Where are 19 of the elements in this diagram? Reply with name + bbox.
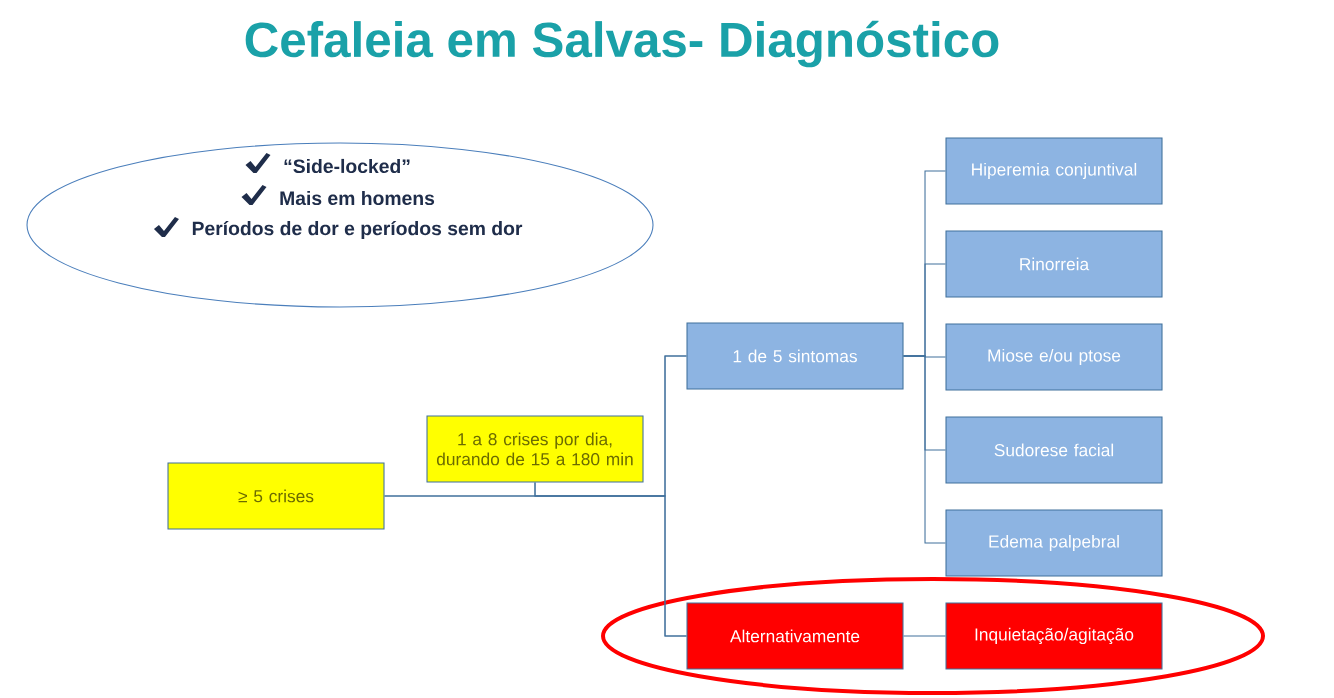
process-box: Hiperemia conjuntival [945,137,1163,205]
connector [534,482,687,637]
process-box: Sudorese facial [945,416,1163,484]
title: Cefaleia em Salvas- Diagnóstico [245,20,999,68]
connector [903,635,946,637]
highlight-ellipse [601,577,1265,695]
process-box: 1 de 5 sintomas [686,322,904,390]
bullet-text: Mais em homens [280,190,435,206]
process-box: 1 a 8 crises por dia, durando de 15 a 180 min [426,415,644,483]
process-box: ≥ 5 crises [167,462,385,530]
process-box: Rinorreia [945,230,1163,298]
process-box: Inquietação/agitação [945,602,1163,670]
bullet-text: “Side-locked” [284,158,410,174]
process-box: Alternativamente [686,602,904,670]
ellipse [26,142,654,308]
connector [903,355,946,544]
bullet-text: Períodos de dor e períodos sem dor [192,220,523,240]
process-box: Edema palpebral [945,509,1163,577]
process-box: Miose e/ou ptose [945,323,1163,391]
